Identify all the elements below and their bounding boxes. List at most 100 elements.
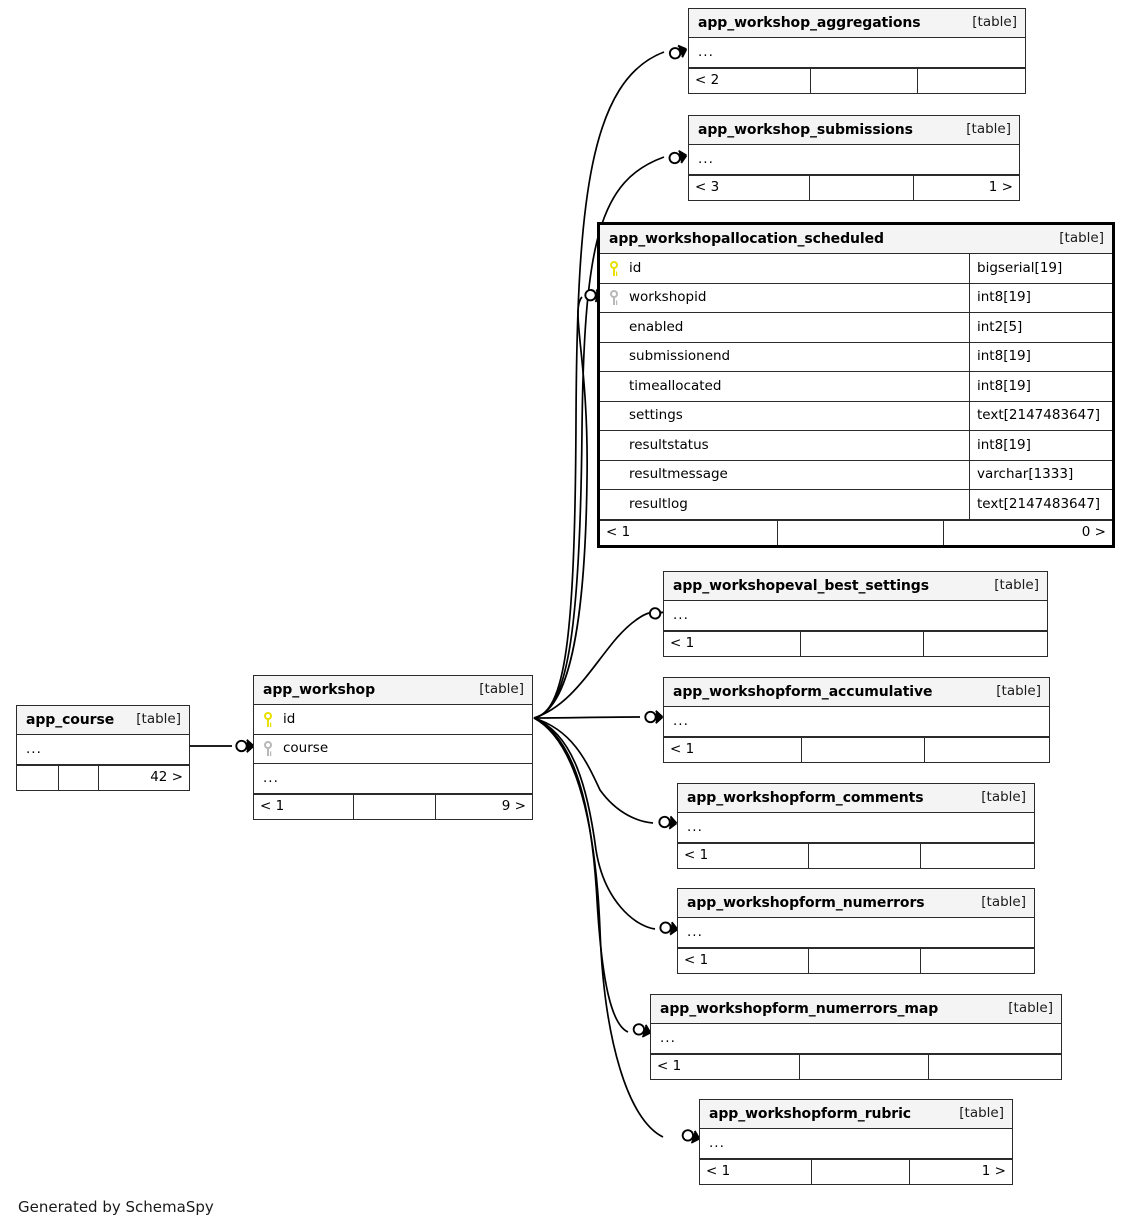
table-title: app_workshopform_rubric [709, 1106, 911, 1122]
table-row-column[interactable]: resultstatus int8[19] [600, 431, 1112, 461]
table-node-app_workshopform_numerrors_map[interactable]: app_workshopform_numerrors_map[table]...… [650, 994, 1062, 1080]
footer-cell-left: < 1 [670, 740, 695, 757]
footer-cell-mid [798, 1054, 928, 1079]
footer-cell-left: < 1 [684, 846, 709, 863]
edge-app_workshop-allocation [533, 296, 588, 719]
table-row-ellipsis[interactable]: ... [254, 764, 532, 794]
column-label: ... [673, 608, 689, 622]
endpoint-form-numerrors [658, 919, 680, 937]
column-name-cell: resultmessage [600, 468, 969, 482]
table-header-app_workshop_submissions[interactable]: app_workshop_submissions[table] [689, 116, 1019, 145]
table-header-app_workshop_aggregations[interactable]: app_workshop_aggregations[table] [689, 9, 1025, 38]
table-header-app_course[interactable]: app_course [table] [17, 706, 189, 735]
table-title: app_workshop_aggregations [698, 15, 921, 31]
footer-cell-right: 1 > [913, 175, 1019, 200]
table-title: app_workshopform_numerrors_map [660, 1001, 939, 1017]
column-label: id [629, 260, 642, 276]
table-footer-app_workshopeval_best_settings: < 1 [664, 630, 1047, 656]
table-footer-app_workshop_aggregations: < 2 [689, 67, 1025, 93]
column-label: resultstatus [629, 438, 709, 452]
table-header-app_workshop[interactable]: app_workshop[table] [254, 676, 532, 705]
column-type-cell: bigserial[19] [969, 254, 1112, 283]
edge-endpoint-markers [235, 42, 703, 1146]
footer-cell-left: < 1 [260, 797, 285, 814]
table-row-column[interactable]: id [254, 705, 532, 735]
table-title: app_workshop_submissions [698, 122, 913, 138]
table-kind-label: [table] [136, 711, 181, 728]
footer-cell-right [920, 948, 1034, 973]
table-title: app_workshop [263, 682, 375, 698]
table-footer-app_workshopform_numerrors_map: < 1 [651, 1053, 1061, 1079]
table-row-column[interactable]: id bigserial[19] [600, 254, 1112, 284]
column-label: ... [709, 1136, 725, 1150]
table-header-app_workshopform_rubric[interactable]: app_workshopform_rubric[table] [700, 1100, 1012, 1129]
table-row-column[interactable]: resultmessage varchar[1333] [600, 460, 1112, 490]
footer-cell-mid [809, 68, 918, 93]
table-node-app_workshopform_comments[interactable]: app_workshopform_comments[table]... < 1 [677, 783, 1035, 869]
table-row-ellipsis[interactable]: ... [689, 38, 1025, 68]
column-label: resultmessage [629, 468, 728, 482]
footer-cell-left: < 1 [657, 1057, 682, 1074]
table-title: app_course [26, 712, 115, 728]
table-row-column[interactable]: course [254, 734, 532, 764]
column-name-cell: ... [700, 1137, 1012, 1151]
column-label: submissionend [629, 350, 731, 364]
column-label: ... [660, 1031, 676, 1045]
table-row-ellipsis[interactable]: ... [17, 735, 189, 765]
table-node-app_course[interactable]: app_course[table]...42 > [16, 705, 190, 791]
footer-cell-right [922, 631, 1047, 656]
table-row-ellipsis[interactable]: ... [689, 145, 1019, 175]
table-row-ellipsis[interactable]: ... [678, 813, 1034, 843]
footer-cell-mid [800, 737, 924, 762]
table-header-app_workshopform_accumulative[interactable]: app_workshopform_accumulative[table] [664, 678, 1049, 707]
table-row-ellipsis[interactable]: ... [678, 918, 1034, 948]
table-row-column[interactable]: workshopid int8[19] [600, 283, 1112, 313]
column-name-cell: submissionend [600, 350, 969, 364]
table-node-app_workshopallocation_scheduled[interactable]: app_workshopallocation_scheduled[table]i… [597, 222, 1115, 548]
endpoint-form-accumulative [644, 709, 664, 725]
column-type-cell: varchar[1333] [969, 460, 1112, 489]
column-type-cell: int8[19] [969, 431, 1112, 460]
foreign-key-icon [263, 741, 274, 757]
table-header-app_workshopform_numerrors[interactable]: app_workshopform_numerrors[table] [678, 889, 1034, 918]
footer-cell-mid [776, 520, 943, 545]
edge-app_workshop-eval_best_settings [533, 612, 650, 719]
primary-key-icon [263, 711, 274, 727]
table-node-app_workshop_aggregations[interactable]: app_workshop_aggregations[table]...< 2 [688, 8, 1026, 94]
column-label: workshopid [629, 290, 707, 305]
table-row-ellipsis[interactable]: ... [664, 707, 1049, 737]
table-node-app_workshopform_numerrors[interactable]: app_workshopform_numerrors[table]...< 1 [677, 888, 1035, 974]
footer-cell-mid [807, 948, 920, 973]
table-row-ellipsis[interactable]: ... [664, 601, 1047, 631]
table-row-ellipsis[interactable]: ... [651, 1024, 1061, 1054]
edge-app_workshop-form_numerrors_map [533, 717, 629, 1033]
table-header-app_workshopallocation_scheduled[interactable]: app_workshopallocation_scheduled[table] [600, 225, 1112, 254]
footer-cell-left: < 1 [670, 634, 695, 651]
table-row-ellipsis[interactable]: ... [700, 1129, 1012, 1159]
column-name-cell: ... [678, 926, 1034, 940]
column-type-cell: int8[19] [969, 342, 1112, 371]
column-type-cell: int8[19] [969, 283, 1112, 312]
column-type-cell: int8[19] [969, 372, 1112, 401]
table-header-app_workshopeval_best_settings[interactable]: app_workshopeval_best_settings[table] [664, 572, 1047, 601]
table-node-app_workshopeval_best_settings[interactable]: app_workshopeval_best_settings[table]...… [663, 571, 1048, 657]
footer-cell-right: 0 > [943, 520, 1112, 545]
column-name-cell: enabled [600, 321, 969, 335]
column-label: id [283, 711, 296, 727]
table-header-app_workshopform_numerrors_map[interactable]: app_workshopform_numerrors_map[table] [651, 995, 1061, 1024]
table-node-app_workshopform_accumulative[interactable]: app_workshopform_accumulative[table]... <… [663, 677, 1050, 763]
column-name-cell: course [254, 741, 532, 757]
table-header-app_workshopform_comments[interactable]: app_workshopform_comments[table] [678, 784, 1034, 813]
footer-cell-right [920, 843, 1034, 868]
table-row-column[interactable]: submissionend int8[19] [600, 342, 1112, 372]
